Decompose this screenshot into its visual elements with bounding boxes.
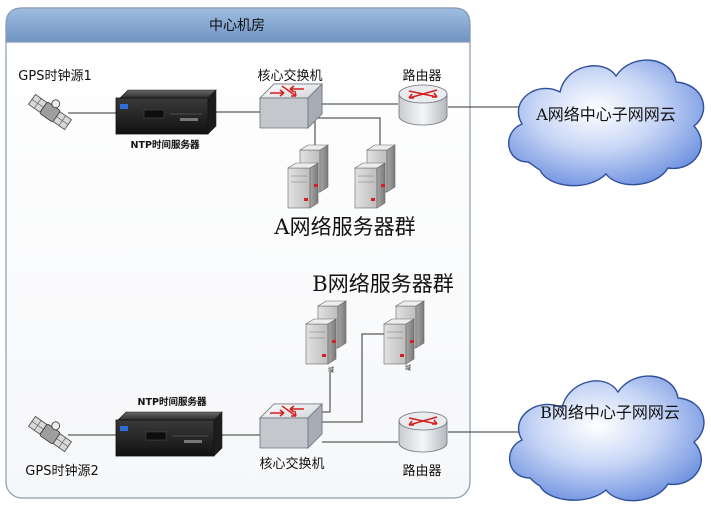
switch-icon	[259, 403, 323, 449]
router-icon	[398, 411, 448, 453]
room-title: 中心机房	[209, 18, 265, 34]
cloud-icon	[508, 375, 705, 502]
router-1-label: 路由器	[402, 68, 441, 84]
ntp-server-icon	[115, 89, 217, 135]
server-icon	[304, 300, 348, 365]
satellite-icon	[27, 93, 73, 131]
router-2-label: 路由器	[402, 463, 441, 479]
server-b1-tag: 域	[328, 366, 334, 374]
links	[68, 103, 522, 443]
cloud-icon	[508, 59, 705, 187]
gps-1-label: GPS时钟源1	[18, 68, 91, 84]
room-header	[5, 7, 471, 43]
server-icon	[382, 300, 426, 365]
ntp-1-label: NTP时间服务器	[131, 139, 200, 151]
satellite-icon	[27, 415, 73, 453]
ntp-2-label: NTP时间服务器	[138, 396, 207, 408]
cloud-b-label: B网络中心子网网云	[540, 403, 680, 422]
router-icon	[398, 84, 448, 126]
server-icon	[286, 144, 330, 209]
cluster-b-label: B网络服务器群	[312, 272, 453, 296]
link-switch2-server-b2	[322, 333, 388, 423]
switch-1-label: 核心交换机	[257, 68, 322, 84]
cloud-a-label: A网络中心子网网云	[535, 105, 676, 124]
switch-2-label: 核心交换机	[259, 456, 324, 472]
ntp-server-icon	[115, 411, 223, 457]
switch-icon	[259, 83, 323, 129]
gps-2-label: GPS时钟源2	[25, 463, 98, 479]
cluster-a-label: A网络服务器群	[273, 215, 415, 239]
server-icon	[353, 144, 397, 209]
server-b2-tag: 域	[405, 364, 411, 372]
